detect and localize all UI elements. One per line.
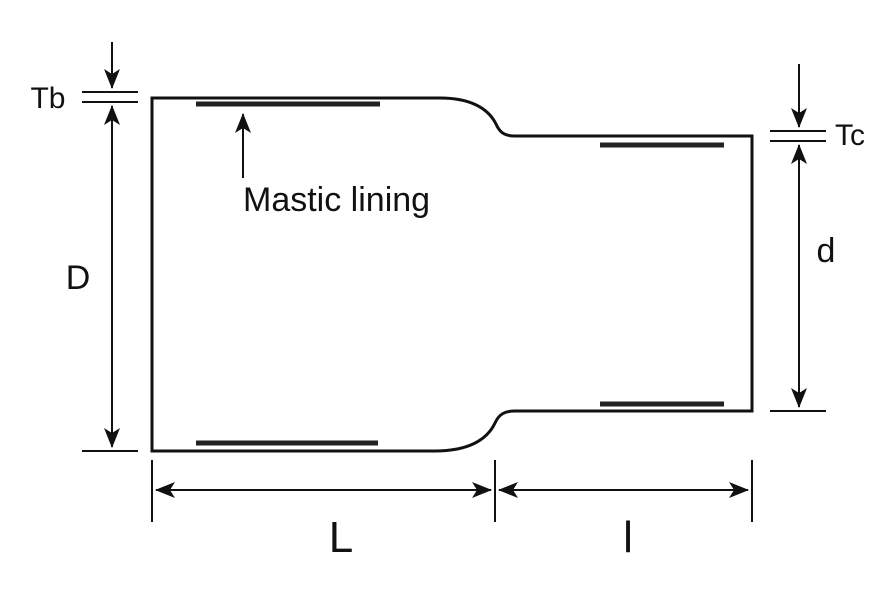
mastic-lining-label: Mastic lining	[243, 181, 430, 219]
sleeve-outline	[150, 96, 754, 453]
d-small-label: d	[817, 232, 836, 270]
tb-label: Tb	[30, 82, 65, 115]
l-big-label: L	[329, 513, 353, 562]
d-big-label: D	[66, 259, 91, 297]
l-small-label: l	[623, 513, 633, 562]
tc-label: Tc	[835, 119, 865, 152]
